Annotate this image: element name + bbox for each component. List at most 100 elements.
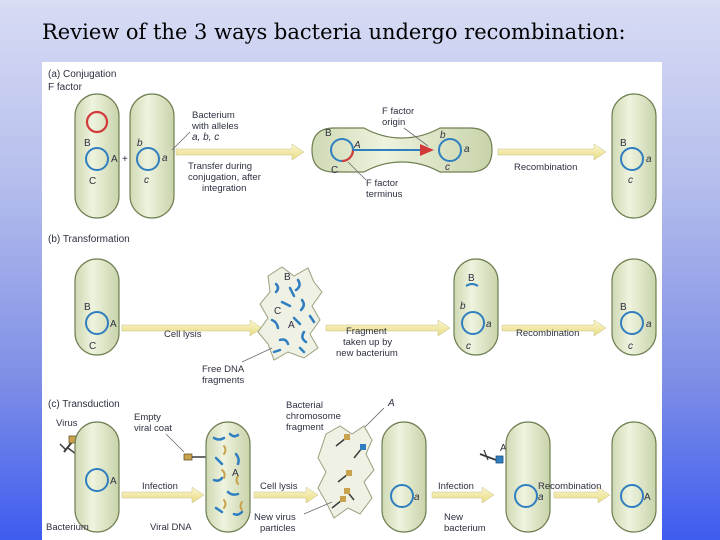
origin-label-line2: origin bbox=[382, 117, 405, 128]
slide-title: Review of the 3 ways bacteria undergo re… bbox=[42, 20, 626, 44]
allele-b: b bbox=[440, 130, 446, 141]
new-bacterium-label-line2: bacterium bbox=[444, 523, 486, 534]
allele-c: c bbox=[144, 175, 149, 186]
recombination-figure: (a) Conjugation F factor B A C + b a c B… bbox=[42, 62, 662, 540]
virus-icon bbox=[59, 435, 77, 455]
allele-a: a bbox=[538, 492, 544, 503]
allele-c: c bbox=[628, 341, 633, 352]
bacterium-label-line2: with alleles bbox=[191, 121, 239, 132]
fragment-label-line1: Fragment bbox=[346, 326, 387, 337]
transducing-virus-icon bbox=[479, 449, 504, 464]
allele-A: A bbox=[232, 468, 239, 479]
transfer-label-line3: integration bbox=[202, 183, 246, 194]
viral-dna-label: Viral DNA bbox=[150, 522, 192, 533]
allele-A: A bbox=[644, 492, 651, 503]
allele-c: c bbox=[628, 175, 633, 186]
terminus-label-line1: F factor bbox=[366, 178, 398, 189]
allele-A: A bbox=[288, 320, 295, 331]
allele-A: A bbox=[353, 140, 361, 151]
allele-A: A bbox=[111, 154, 118, 165]
infection-label: Infection bbox=[142, 481, 178, 492]
allele-c: c bbox=[466, 341, 471, 352]
allele-a: a bbox=[162, 153, 168, 164]
allele-a: a bbox=[486, 319, 492, 330]
empty-coat-leader bbox=[165, 433, 185, 453]
recombinant-cell bbox=[611, 421, 657, 533]
terminus-label-line2: terminus bbox=[366, 189, 403, 200]
recombinant-chromosome bbox=[620, 147, 644, 171]
panel-conjugation: (a) Conjugation F factor B A C + b a c B… bbox=[48, 69, 657, 219]
origin-leader bbox=[403, 127, 429, 147]
fragment-label-line2: taken up by bbox=[343, 337, 392, 348]
transfer-direction-arrow bbox=[420, 144, 434, 156]
infection-arrow bbox=[431, 486, 495, 504]
transformation-header: (b) Transformation bbox=[48, 234, 130, 245]
terminus-leader bbox=[347, 161, 367, 181]
recipient-chromosome bbox=[461, 311, 485, 335]
viral-dna-strands bbox=[221, 445, 243, 511]
f-factor-label: F factor bbox=[48, 82, 83, 93]
recombination-arrow bbox=[501, 319, 607, 337]
new-virus-label-line1: New virus bbox=[254, 512, 296, 523]
fragmented-chromosome bbox=[212, 432, 244, 516]
cell-lysis-label: Cell lysis bbox=[260, 481, 298, 492]
host-cell bbox=[74, 421, 120, 533]
allele-a: a bbox=[414, 492, 420, 503]
allele-B: B bbox=[325, 128, 332, 139]
allele-B: B bbox=[84, 138, 91, 149]
allele-A: A bbox=[110, 319, 117, 330]
panel-transduction: (c) Transduction Virus A Bacterium Empty… bbox=[46, 398, 657, 534]
recipient-cell bbox=[129, 93, 175, 219]
new-virus-label-line2: particles bbox=[260, 523, 296, 534]
recombinant-chromosome bbox=[620, 311, 644, 335]
allele-A: A bbox=[110, 476, 117, 487]
recombinant-cell bbox=[611, 93, 657, 219]
host-chromosome bbox=[85, 468, 109, 492]
transfer-label-line2: conjugation, after bbox=[188, 172, 261, 183]
new-bacterium-label-line1: New bbox=[444, 512, 463, 523]
new-virus-particles bbox=[331, 434, 366, 509]
new-virus-leader bbox=[303, 501, 333, 515]
free-dna-label-line1: Free DNA bbox=[202, 364, 245, 375]
infection-arrow bbox=[121, 486, 205, 504]
donor-chromosome bbox=[85, 147, 109, 171]
allele-C: C bbox=[274, 306, 281, 317]
taken-up-fragment bbox=[465, 283, 479, 287]
allele-B: B bbox=[468, 273, 475, 284]
allele-B: B bbox=[620, 302, 627, 313]
lysed-cell bbox=[257, 266, 323, 361]
recombinant-chromosome bbox=[620, 484, 644, 508]
origin-label-line1: F factor bbox=[382, 106, 414, 117]
virus-label: Virus bbox=[56, 418, 78, 429]
allele-B: B bbox=[284, 272, 291, 283]
allele-C: C bbox=[331, 165, 338, 176]
recombinant-cell bbox=[611, 258, 657, 356]
transfer-arrow bbox=[175, 143, 305, 161]
allele-a: a bbox=[646, 319, 652, 330]
allele-a: a bbox=[464, 144, 470, 155]
panel-transformation: (b) Transformation B A C Cell lysis B C … bbox=[48, 234, 657, 386]
transduced-cell bbox=[505, 421, 551, 533]
conjugation-header: (a) Conjugation bbox=[48, 69, 116, 80]
allele-b: b bbox=[460, 301, 466, 312]
donor-chromosome bbox=[85, 311, 109, 335]
bact-chrom-label-line2: chromosome bbox=[286, 411, 341, 422]
bacterium-label-line1: Bacterium bbox=[192, 110, 235, 121]
allele-C: C bbox=[89, 176, 96, 187]
recombination-label: Recombination bbox=[514, 162, 577, 173]
transduced-chromosome bbox=[514, 484, 538, 508]
cell-lysis-label: Cell lysis bbox=[164, 329, 202, 340]
plus-sign: + bbox=[122, 154, 128, 165]
bacterium-label-line3: a, b, c bbox=[192, 132, 219, 143]
allele-A: A bbox=[387, 398, 395, 409]
recipient-chromosome-mating bbox=[438, 138, 462, 162]
recombination-label: Recombination bbox=[516, 328, 579, 339]
empty-viral-coat bbox=[183, 453, 193, 461]
transfer-label-line1: Transfer during bbox=[188, 161, 252, 172]
new-bacterium-cell bbox=[381, 421, 427, 533]
fragment-label-line3: new bacterium bbox=[336, 348, 398, 359]
recipient-chromosome bbox=[136, 147, 160, 171]
free-dna-label-line2: fragments bbox=[202, 375, 244, 386]
transduction-header: (c) Transduction bbox=[48, 399, 120, 410]
allele-C: C bbox=[89, 341, 96, 352]
